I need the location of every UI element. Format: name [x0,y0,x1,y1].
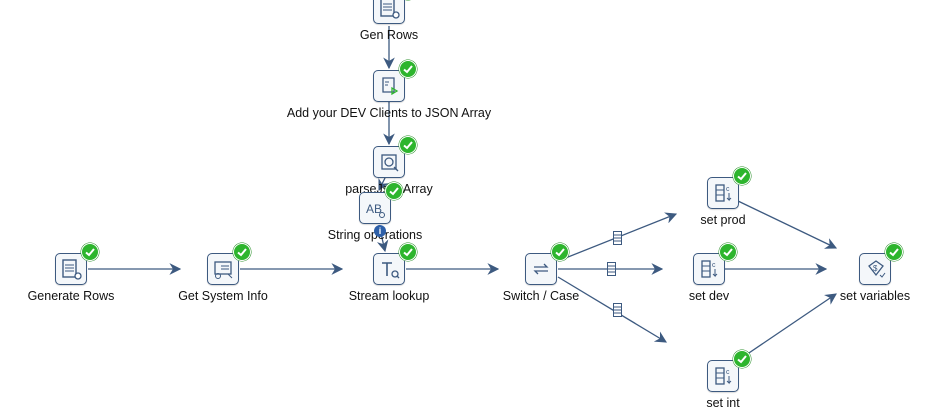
success-check-icon [399,60,417,78]
success-check-icon [81,243,99,261]
hop-set-int-to-set-variables[interactable] [739,293,837,360]
info-badge-icon[interactable]: i [374,225,386,237]
success-check-icon [233,243,251,261]
success-check-icon [385,182,403,200]
hop-set-prod-to-set-variables[interactable] [737,200,838,249]
step-label: Generate Rows [27,289,115,303]
step-label: set prod [700,213,746,227]
success-check-icon [719,243,737,261]
step-label: set int [706,396,740,410]
step-label: Stream lookup [348,289,430,303]
hop-case-icon [613,303,622,317]
svg-text:AB: AB [366,202,382,216]
svg-text:c: c [712,262,716,269]
step-label: set variables [839,289,911,303]
table-gear-icon [55,253,87,285]
lookup-icon [373,253,405,285]
hop-switch-to-set-int[interactable] [557,276,668,343]
step-label: Add your DEV Clients to JSON Array [286,106,492,120]
svg-text:$: $ [873,264,878,273]
hop-parse-to-string-ops[interactable] [378,177,389,192]
table-gear-icon [373,0,405,24]
step-label: Switch / Case [502,289,580,303]
system-info-icon [207,253,239,285]
step-label: Gen Rows [359,28,419,42]
success-check-icon [399,136,417,154]
hop-case-icon [613,231,622,245]
success-check-icon [733,350,751,368]
success-check-icon [885,243,903,261]
set-variables-icon: $ [859,253,891,285]
success-check-icon [399,243,417,261]
success-check-icon [733,167,751,185]
set-field-icon: c [693,253,725,285]
hop-case-icon [607,262,616,276]
switch-arrows-icon [525,253,557,285]
step-label: set dev [688,289,730,303]
svg-text:c: c [726,369,730,376]
step-label: Get System Info [178,289,268,303]
json-input-icon [373,146,405,178]
set-field-icon: c [707,177,739,209]
svg-text:c: c [726,186,730,193]
success-check-icon [551,243,569,261]
set-field-icon: c [707,360,739,392]
script-icon [373,70,405,102]
ab-text-icon: AB [359,192,391,224]
